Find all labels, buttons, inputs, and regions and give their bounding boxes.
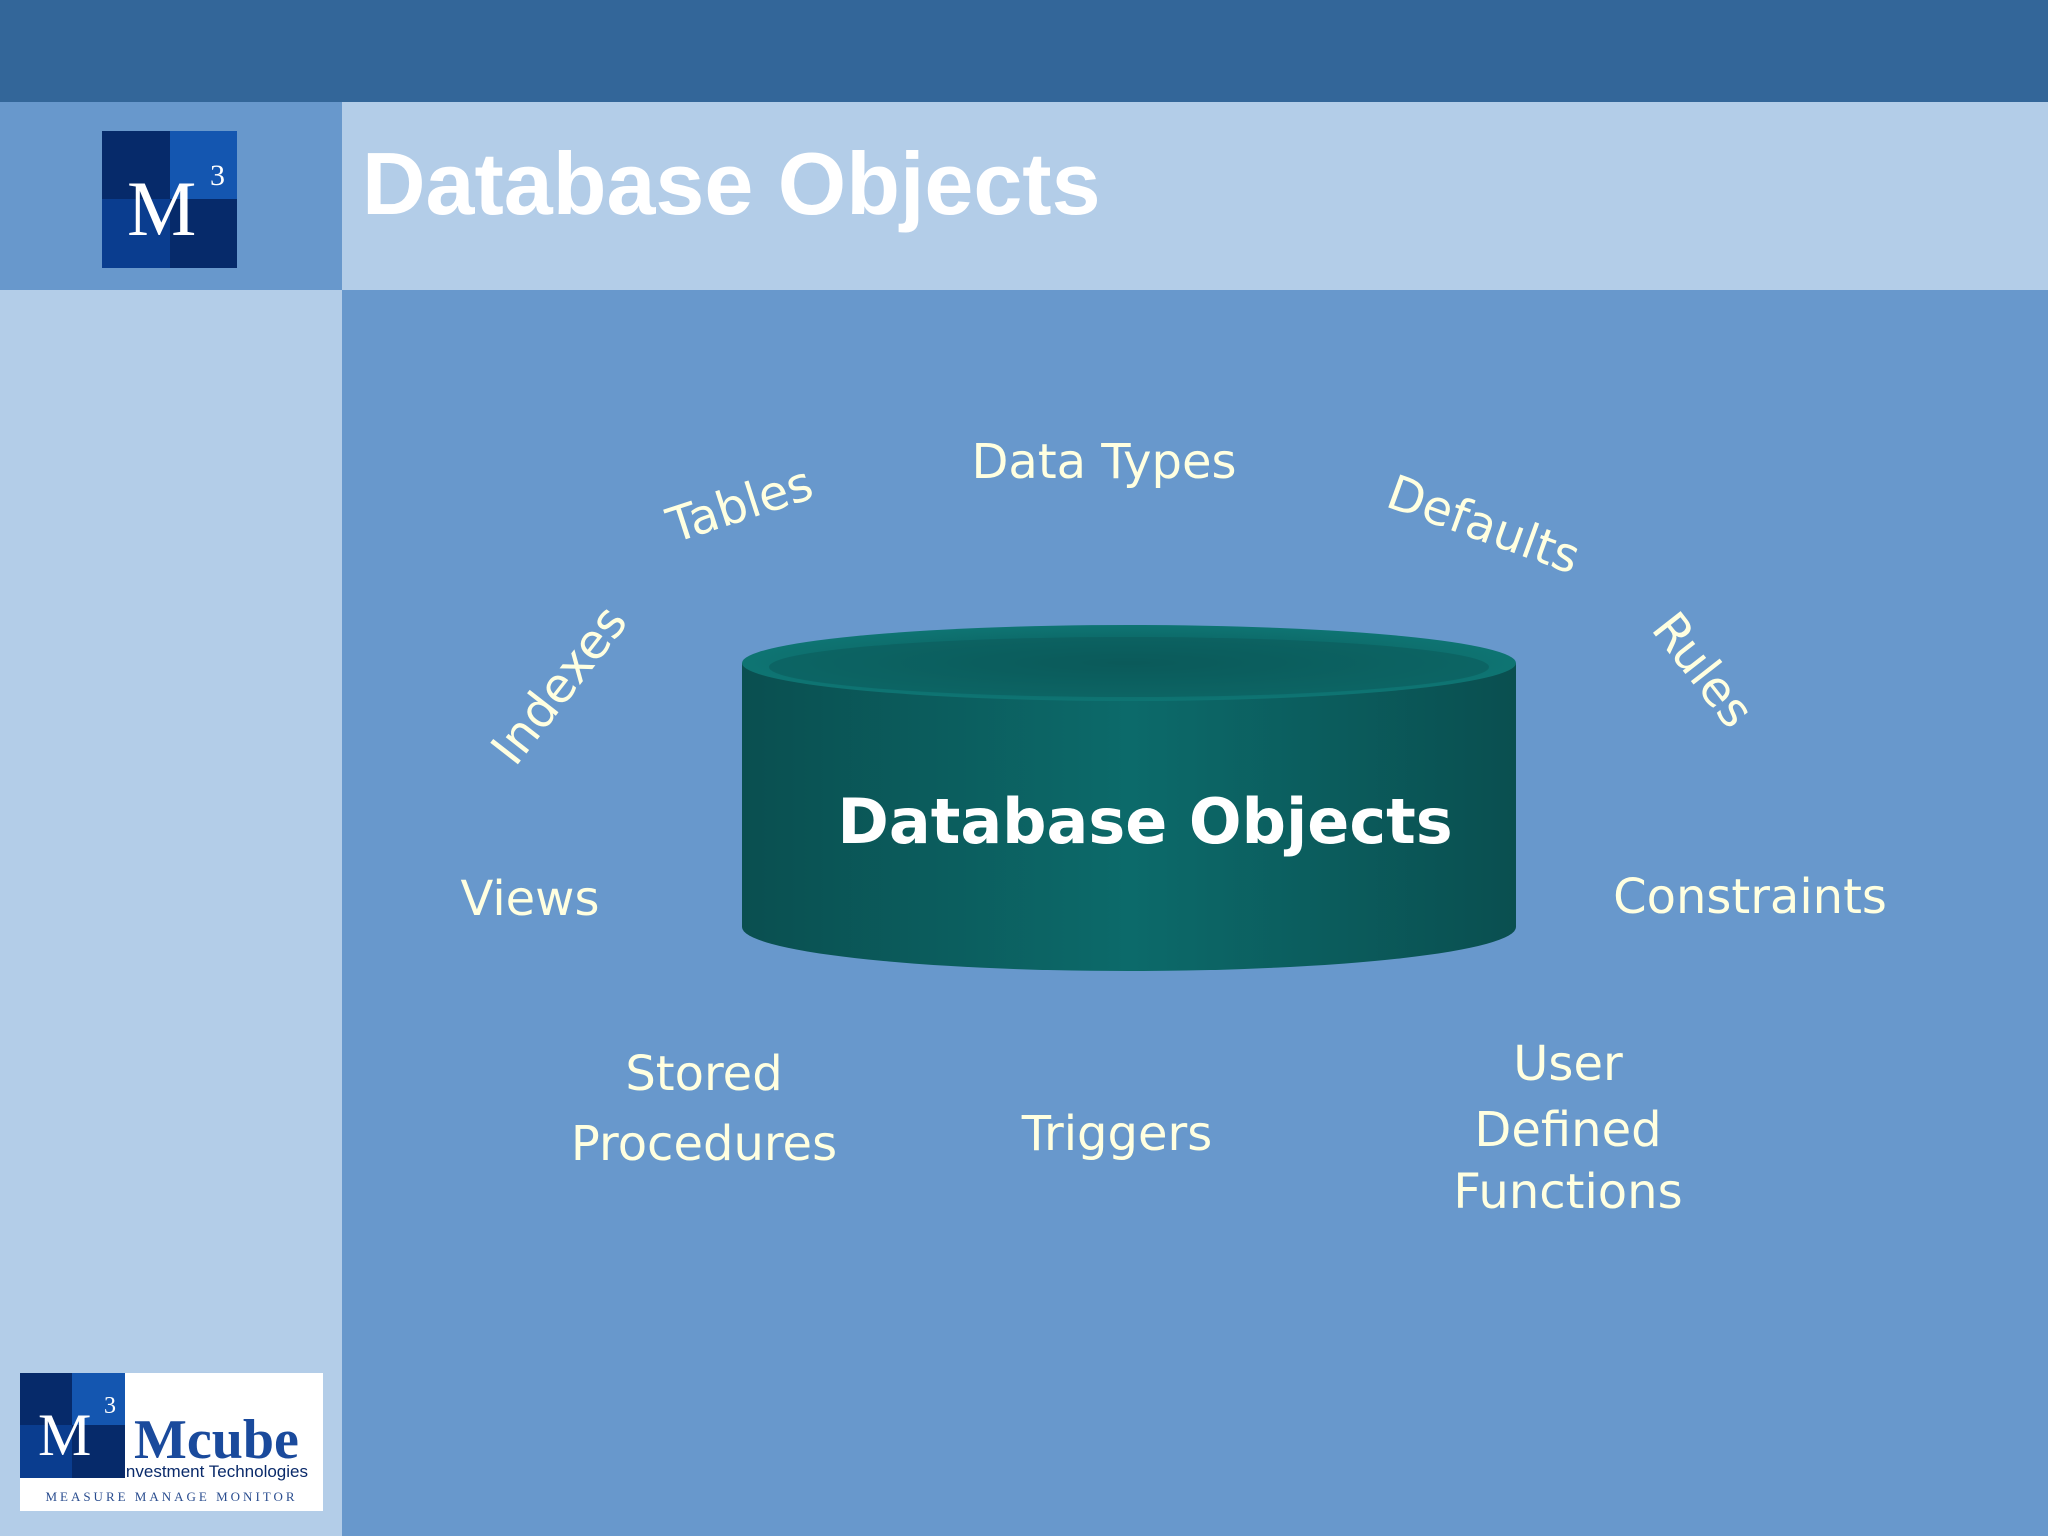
diagram-item-views: Views <box>461 871 600 927</box>
cylinder-center-label: Database Objects <box>837 785 1452 858</box>
diagram-item-user-defined-functions-line1: User <box>1513 1036 1623 1092</box>
company-logo: M 3 Mcube Investment Technologies MEASUR… <box>20 1373 323 1511</box>
svg-text:M: M <box>127 165 196 252</box>
diagram-item-indexes: Indexes <box>480 595 638 775</box>
top-bar <box>0 0 2048 102</box>
company-subtitle: Investment Technologies <box>121 1462 308 1481</box>
company-name: Mcube <box>134 1409 299 1471</box>
left-sidebar-strip <box>0 102 342 1536</box>
m3-logo-icon: M 3 <box>102 131 237 268</box>
diagram-item-user-defined-functions-line3: Functions <box>1453 1164 1682 1220</box>
diagram-item-tables: Tables <box>660 455 820 555</box>
svg-text:3: 3 <box>104 1393 116 1419</box>
diagram-item-stored-procedures-line2: Procedures <box>571 1116 837 1172</box>
diagram-item-triggers: Triggers <box>1021 1106 1213 1162</box>
svg-text:M: M <box>38 1402 91 1468</box>
title-band <box>342 102 2048 290</box>
diagram-item-constraints: Constraints <box>1613 869 1887 925</box>
diagram-item-defaults: Defaults <box>1380 464 1587 585</box>
diagram-item-rules: Rules <box>1641 602 1765 739</box>
diagram-item-user-defined-functions-line2: Defined <box>1474 1102 1661 1158</box>
svg-text:3: 3 <box>210 159 225 192</box>
diagram-item-data-types: Data Types <box>971 434 1236 490</box>
m3-logo-icon: M 3 Mcube Investment Technologies <box>20 1373 308 1481</box>
slide-title: Database Objects <box>362 134 1101 233</box>
database-cylinder-icon <box>742 625 1516 971</box>
company-tagline: MEASURE MANAGE MONITOR <box>45 1489 298 1504</box>
diagram-item-stored-procedures-line1: Stored <box>625 1046 782 1102</box>
